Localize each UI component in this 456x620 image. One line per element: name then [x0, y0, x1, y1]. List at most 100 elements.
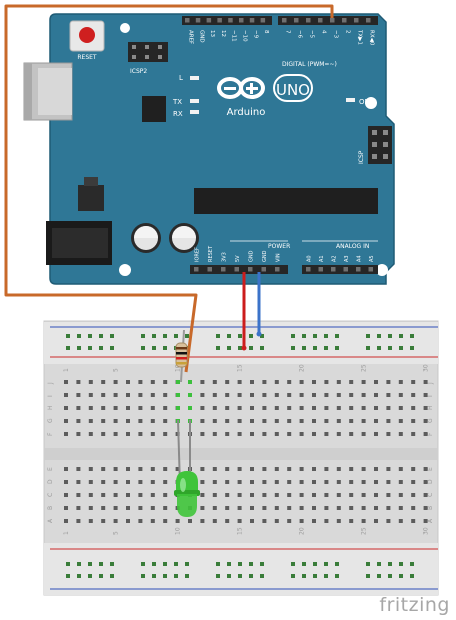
rail-hole: [141, 346, 145, 350]
pin-label: 5V: [235, 255, 241, 262]
rail-hole: [77, 562, 81, 566]
pin-label: A5: [369, 255, 375, 262]
rail-hole: [324, 562, 328, 566]
tx-label: TX: [172, 98, 182, 106]
breadboard-hole: [212, 419, 217, 423]
breadboard-hole: [398, 380, 403, 384]
breadboard-hole: [423, 419, 428, 423]
breadboard-hole: [88, 493, 93, 497]
breadboard-hole: [126, 467, 130, 471]
breadboard-hole: [138, 419, 143, 423]
breadboard-hole: [312, 493, 316, 497]
l-label: L: [179, 74, 183, 82]
breadboard-hole: [398, 480, 403, 484]
pin-label: IOREF: [195, 247, 201, 262]
breadboard-hole: [349, 519, 354, 523]
pin-label: TX▶1: [357, 29, 363, 45]
breadboard-hole: [101, 480, 106, 484]
header-pin: [306, 267, 311, 272]
breadboard-hole: [349, 493, 354, 497]
row-letter: G: [47, 418, 54, 423]
breadboard-hole: [349, 467, 354, 471]
mounting-hole: [376, 264, 388, 276]
pin-label: VIN: [276, 253, 282, 262]
rail-hole: [238, 346, 242, 350]
breadboard-hole: [299, 480, 304, 484]
breadboard-hole: [237, 406, 242, 410]
digital-label: DIGITAL (PWM=~): [282, 61, 337, 68]
breadboard-hole: [411, 480, 416, 484]
breadboard-hole: [101, 506, 106, 510]
breadboard-hole: [398, 432, 403, 436]
breadboard-hole: [64, 506, 68, 510]
rail-hole: [399, 346, 403, 350]
breadboard-hole: [274, 380, 279, 384]
rail-hole: [174, 334, 178, 338]
rail-hole: [377, 334, 381, 338]
rail-hole: [335, 574, 339, 578]
breadboard-hole: [150, 480, 155, 484]
breadboard-hole: [274, 432, 279, 436]
breadboard-hole: [274, 419, 279, 423]
breadboard-hole: [361, 406, 366, 410]
breadboard-hole: [150, 506, 155, 510]
breadboard-hole: [126, 432, 130, 436]
rail-hole: [410, 574, 414, 578]
breadboard-hole: [324, 506, 329, 510]
breadboard-hole: [212, 432, 217, 436]
breadboard-hole: [212, 493, 217, 497]
rail-hole: [216, 334, 220, 338]
breadboard-hole: [225, 393, 230, 397]
rx-label: RX: [173, 110, 183, 118]
rail-hole: [216, 562, 220, 566]
breadboard-hole: [113, 419, 118, 423]
breadboard-hole: [101, 432, 106, 436]
analog-label: ANALOG IN: [336, 243, 369, 250]
header-pin: [260, 18, 266, 23]
breadboard-hole: [138, 432, 143, 436]
breadboard-hole: [250, 380, 254, 384]
row-letter: J: [427, 382, 434, 385]
breadboard-hole: [374, 506, 378, 510]
reset-button[interactable]: RESET: [69, 20, 105, 61]
breadboard-hole: [101, 493, 106, 497]
breadboard-hole: [336, 506, 341, 510]
breadboard-hole: [374, 419, 378, 423]
pin-label: ~11: [231, 30, 237, 42]
breadboard-hole: [423, 406, 428, 410]
breadboard-hole: [126, 493, 130, 497]
breadboard-hole: [138, 393, 143, 397]
breadboard-hole: [374, 519, 378, 523]
header-pin: [330, 18, 335, 23]
breadboard-hole: [411, 380, 416, 384]
capacitor: [169, 223, 199, 253]
breadboard-hole: [324, 519, 329, 523]
breadboard-hole: [200, 506, 205, 510]
breadboard-hole: [150, 519, 155, 523]
header-pin: [228, 18, 233, 23]
pin-label: ~5: [309, 30, 315, 39]
tx-led: [190, 99, 199, 103]
breadboard-hole: [299, 432, 304, 436]
breadboard-hole: [423, 480, 428, 484]
breadboard-hole: [88, 480, 93, 484]
rail-hole: [152, 562, 156, 566]
breadboard-hole: [150, 432, 155, 436]
rail-hole: [77, 574, 81, 578]
pin-label: 8: [263, 30, 269, 34]
rail-hole: [313, 334, 317, 338]
breadboard-hole: [188, 519, 192, 523]
breadboard-hole: [324, 380, 329, 384]
breadboard-hole: [262, 393, 267, 397]
icsp-label: ICSP: [358, 150, 365, 164]
row-letter: C: [427, 493, 434, 497]
breadboard-hole: [150, 467, 155, 471]
rail-hole: [366, 334, 370, 338]
header-pin: [318, 18, 323, 23]
header-pin: [249, 18, 255, 23]
breadboard-hole: [287, 380, 292, 384]
breadboard-hole: [250, 480, 254, 484]
rail-hole: [388, 562, 392, 566]
power-jack: [46, 221, 112, 265]
breadboard-hole: [150, 393, 155, 397]
